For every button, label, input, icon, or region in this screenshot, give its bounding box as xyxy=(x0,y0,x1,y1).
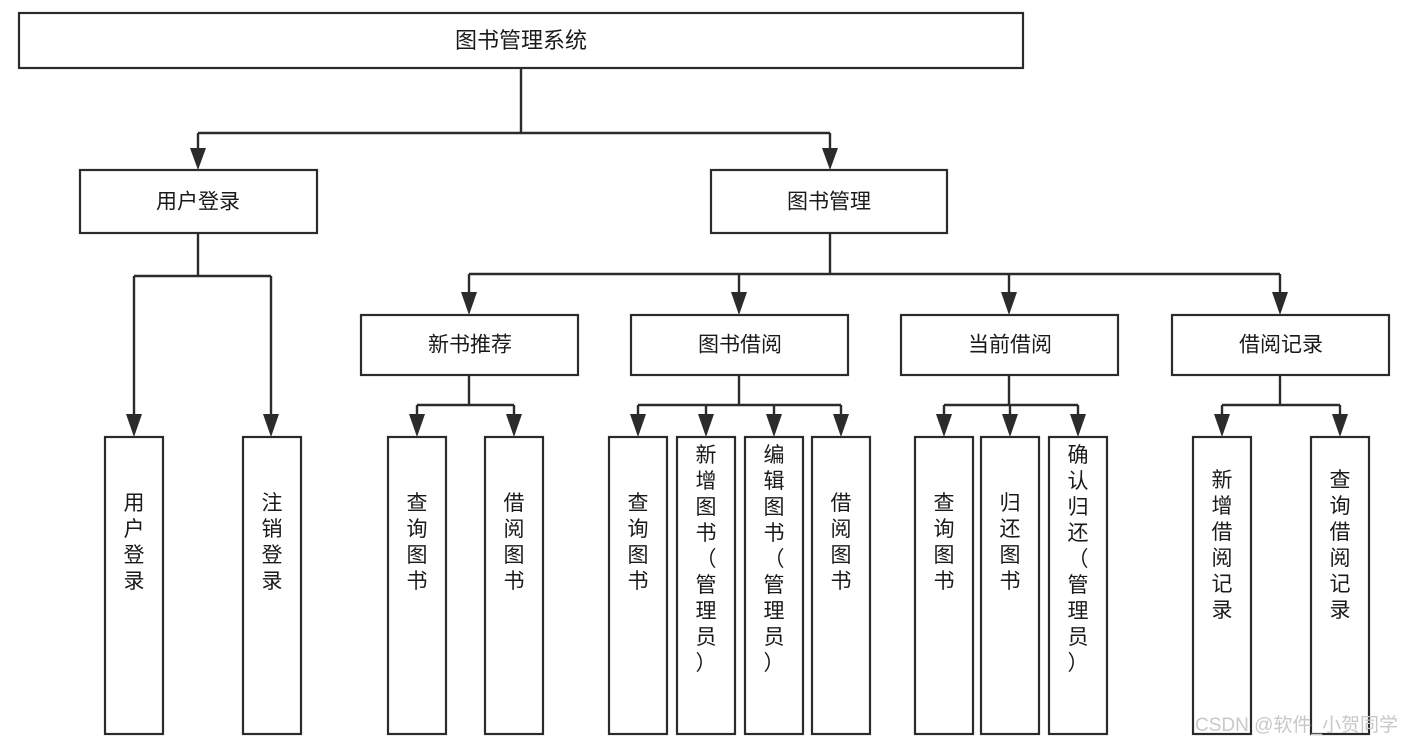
connector-group-newbook-to-leaves xyxy=(409,375,522,437)
leaf-node-edit-book[interactable]: 编辑图书（管理员） xyxy=(743,435,805,736)
arrow-head-new-book xyxy=(461,292,477,315)
leaf-label-borrow-book: 借阅图书 xyxy=(831,492,852,593)
arrow-head-leaf-logout xyxy=(263,414,279,437)
node-label-new-book-recommend: 新书推荐 xyxy=(428,334,512,357)
arrow-head-newbook-leaf1 xyxy=(409,414,425,437)
leaf-node-return-book[interactable]: 归还图书 xyxy=(979,435,1041,736)
connector-group-currentborrow-to-leaves xyxy=(936,375,1086,437)
leaf-box-add-record[interactable] xyxy=(1191,435,1253,736)
leaf-box-query-record[interactable] xyxy=(1309,435,1371,736)
arrow-head-bookborrow-leaf3 xyxy=(766,414,782,437)
node-box-current-borrow[interactable] xyxy=(899,313,1120,377)
node-box-root[interactable] xyxy=(17,11,1025,70)
arrow-head-currentborrow-leaf3 xyxy=(1070,414,1086,437)
leaf-box-user-login[interactable] xyxy=(103,435,165,736)
node-book-manage[interactable]: 图书管理 xyxy=(709,168,949,235)
arrow-head-bookborrow-leaf2 xyxy=(698,414,714,437)
leaf-node-add-book[interactable]: 新增图书（管理员） xyxy=(675,435,737,736)
node-label-user-login: 用户登录 xyxy=(156,191,240,214)
node-box-user-login[interactable] xyxy=(78,168,319,235)
leaf-box-newbook-query[interactable] xyxy=(386,435,448,736)
leaf-node-confirm-return[interactable]: 确认归还（管理员） xyxy=(1047,435,1109,736)
arrow-head-leaf-user-login xyxy=(126,414,142,437)
leaf-node-logout[interactable]: 注销登录 xyxy=(241,435,303,736)
leaf-box-logout[interactable] xyxy=(241,435,303,736)
node-box-book-manage[interactable] xyxy=(709,168,949,235)
leaf-label-user-login: 用户登录 xyxy=(124,492,145,593)
leaf-label-add-book: 新增图书（管理员） xyxy=(696,444,717,675)
leaf-label-current-query: 查询图书 xyxy=(934,492,955,593)
leaf-node-user-login[interactable]: 用户登录 xyxy=(103,435,165,736)
leaf-node-query-record[interactable]: 查询借阅记录 xyxy=(1309,435,1371,736)
arrow-head-currentborrow-leaf2 xyxy=(1002,414,1018,437)
node-user-login[interactable]: 用户登录 xyxy=(78,168,319,235)
node-box-borrow-record[interactable] xyxy=(1170,313,1391,377)
connector-group-userlogin-to-leaves xyxy=(126,233,279,437)
node-borrow-record[interactable]: 借阅记录 xyxy=(1170,313,1391,377)
node-new-book-recommend[interactable]: 新书推荐 xyxy=(359,313,580,377)
arrow-head-borrowrecord-leaf2 xyxy=(1332,414,1348,437)
arrow-head-current-borrow xyxy=(1001,292,1017,315)
leaf-label-query-record: 查询借阅记录 xyxy=(1330,469,1351,622)
leaf-box-borrow-query[interactable] xyxy=(607,435,669,736)
leaf-label-return-book: 归还图书 xyxy=(1000,492,1021,593)
arrow-head-newbook-leaf2 xyxy=(506,414,522,437)
connector-group-bookmanage-to-level3 xyxy=(461,233,1288,315)
node-root-system[interactable]: 图书管理系统 xyxy=(17,11,1025,70)
arrow-head-borrowrecord-leaf1 xyxy=(1214,414,1230,437)
node-book-borrow[interactable]: 图书借阅 xyxy=(629,313,850,377)
watermark-text: CSDN @软件_小贺同学 xyxy=(1195,714,1398,736)
arrow-head-book-borrow xyxy=(731,292,747,315)
leaf-node-borrow-query[interactable]: 查询图书 xyxy=(607,435,669,736)
leaf-label-confirm-return: 确认归还（管理员） xyxy=(1068,444,1089,675)
leaf-box-borrow-book[interactable] xyxy=(810,435,872,736)
arrow-head-bookborrow-leaf1 xyxy=(630,414,646,437)
leaf-label-edit-book: 编辑图书（管理员） xyxy=(764,444,785,675)
leaf-node-borrow-book[interactable]: 借阅图书 xyxy=(810,435,872,736)
leaf-node-newbook-borrow[interactable]: 借阅图书 xyxy=(483,435,545,736)
leaf-box-current-query[interactable] xyxy=(913,435,975,736)
leaf-box-confirm-return[interactable] xyxy=(1047,435,1109,736)
leaf-box-return-book[interactable] xyxy=(979,435,1041,736)
node-label-book-borrow: 图书借阅 xyxy=(698,334,782,357)
arrow-head-user-login xyxy=(190,148,206,170)
node-box-book-borrow[interactable] xyxy=(629,313,850,377)
arrow-head-currentborrow-leaf1 xyxy=(936,414,952,437)
leaf-label-newbook-query: 查询图书 xyxy=(407,492,428,593)
arrow-head-book-manage xyxy=(822,148,838,170)
arrow-head-bookborrow-leaf4 xyxy=(833,414,849,437)
leaf-node-newbook-query[interactable]: 查询图书 xyxy=(386,435,448,736)
leaf-node-add-record[interactable]: 新增借阅记录 xyxy=(1191,435,1253,736)
leaf-label-borrow-query: 查询图书 xyxy=(628,492,649,593)
node-label-current-borrow: 当前借阅 xyxy=(968,334,1052,357)
connector-group-root-to-level2 xyxy=(190,68,838,170)
leaf-box-newbook-borrow[interactable] xyxy=(483,435,545,736)
node-box-new-book-recommend[interactable] xyxy=(359,313,580,377)
arrow-head-borrow-record xyxy=(1272,292,1288,315)
node-label-borrow-record: 借阅记录 xyxy=(1239,334,1323,357)
node-label-book-manage: 图书管理 xyxy=(787,191,871,214)
leaf-label-add-record: 新增借阅记录 xyxy=(1212,469,1233,622)
leaf-node-current-query[interactable]: 查询图书 xyxy=(913,435,975,736)
leaf-box-edit-book[interactable] xyxy=(743,435,805,736)
connector-group-borrowrecord-to-leaves xyxy=(1214,375,1348,437)
node-current-borrow[interactable]: 当前借阅 xyxy=(899,313,1120,377)
node-label-root: 图书管理系统 xyxy=(455,28,587,53)
leaf-label-newbook-borrow: 借阅图书 xyxy=(504,492,525,593)
leaf-label-logout: 注销登录 xyxy=(262,492,283,593)
leaf-box-add-book[interactable] xyxy=(675,435,737,736)
connector-group-bookborrow-to-leaves xyxy=(630,375,849,437)
